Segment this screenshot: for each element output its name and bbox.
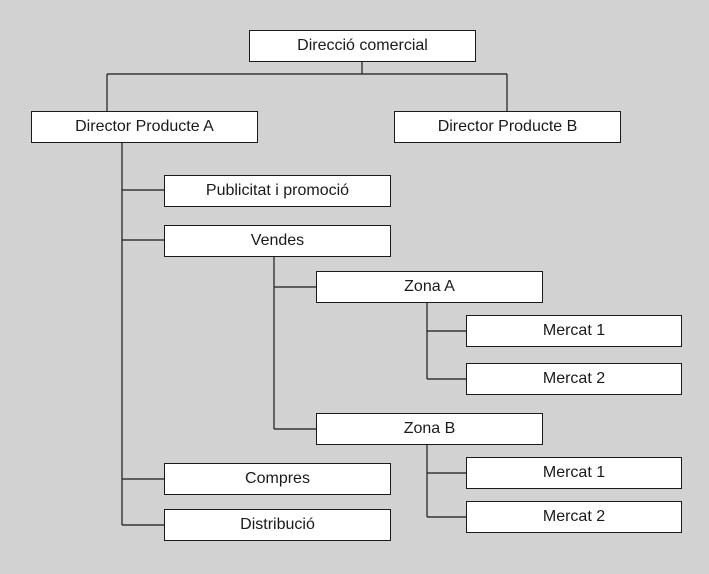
node-zona-a: Zona A — [316, 271, 543, 303]
node-zona-b-mercat-2: Mercat 2 — [466, 501, 682, 533]
node-distribucio: Distribució — [164, 509, 391, 541]
node-compres: Compres — [164, 463, 391, 495]
node-publicitat-i-promocio: Publicitat i promoció — [164, 175, 391, 207]
node-zona-a-mercat-2: Mercat 2 — [466, 363, 682, 395]
node-director-producte-b: Director Producte B — [394, 111, 621, 143]
node-direccio-comercial: Direcció comercial — [249, 30, 476, 62]
node-zona-b: Zona B — [316, 413, 543, 445]
node-zona-a-mercat-1: Mercat 1 — [466, 315, 682, 347]
node-vendes: Vendes — [164, 225, 391, 257]
node-zona-b-mercat-1: Mercat 1 — [466, 457, 682, 489]
node-director-producte-a: Director Producte A — [31, 111, 258, 143]
